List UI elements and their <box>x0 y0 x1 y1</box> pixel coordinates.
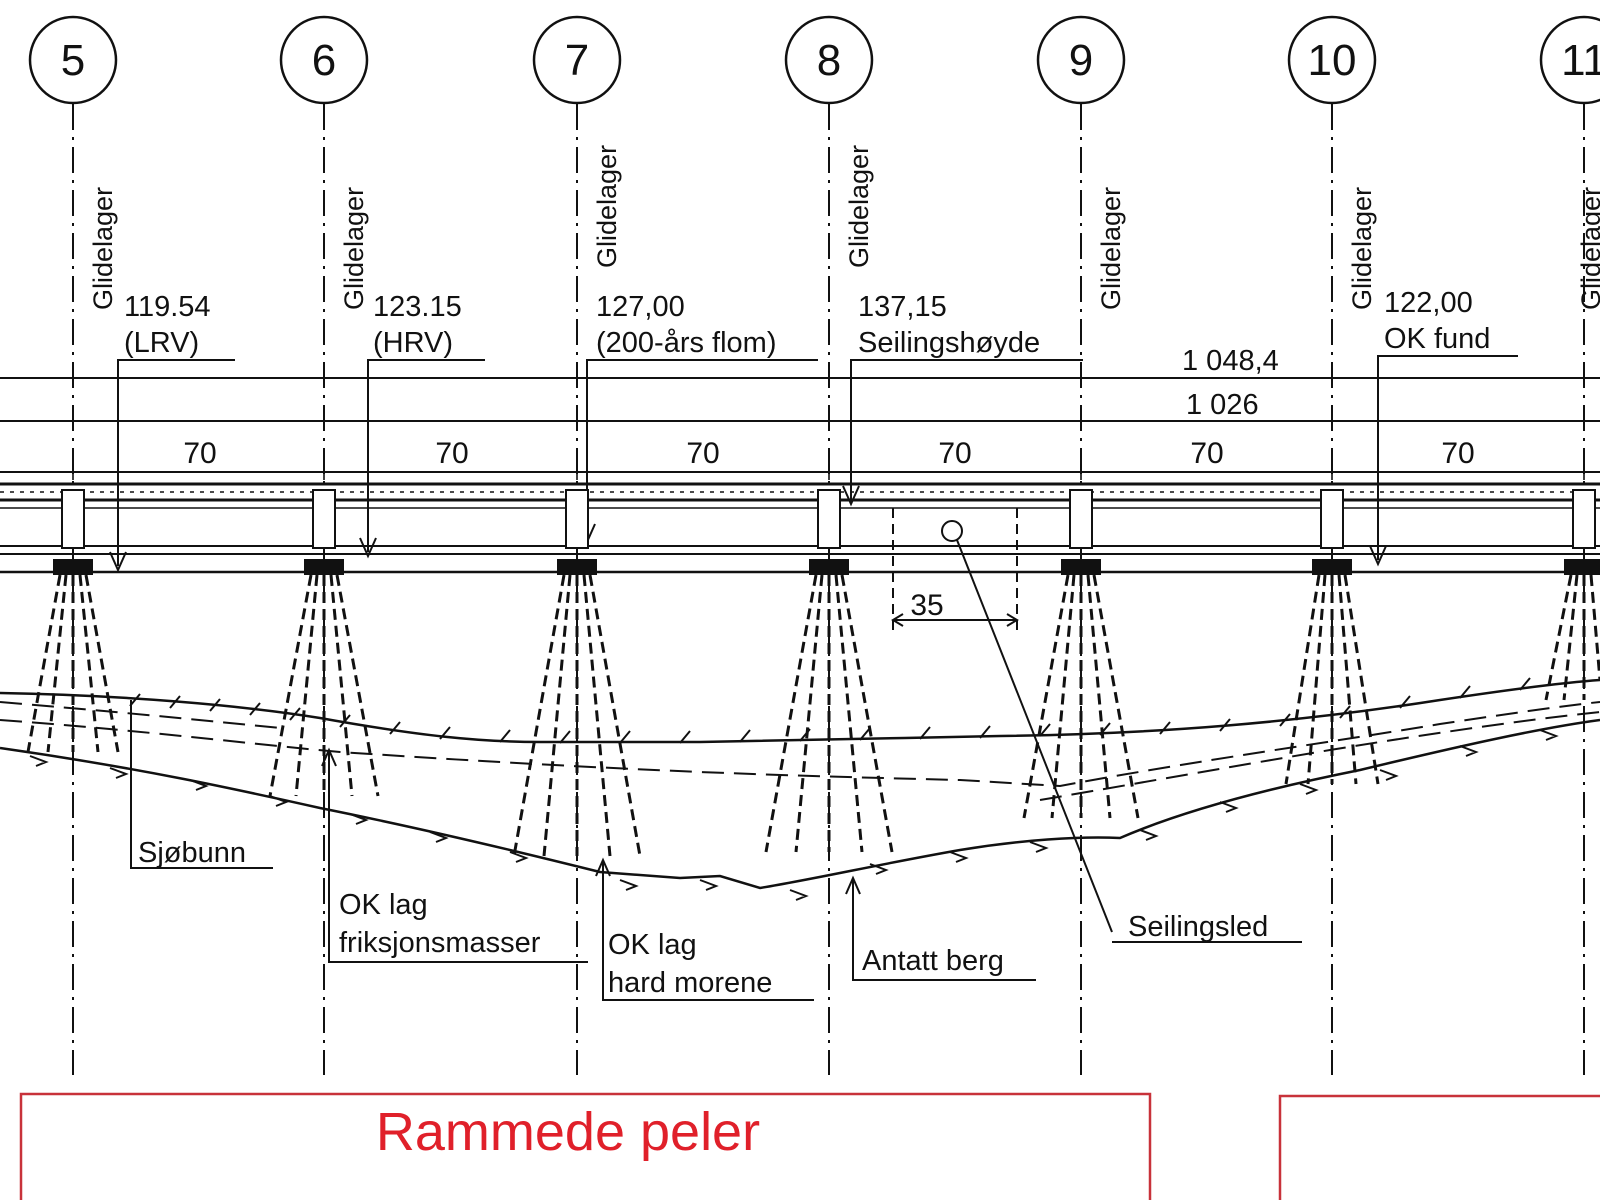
legend-box-driven-piles <box>19 1092 1152 1200</box>
axis-bubble-9: 9 <box>1036 15 1126 105</box>
rock-line <box>0 718 1600 890</box>
span-length: 70 <box>686 437 719 470</box>
pile-group-5 <box>26 574 120 753</box>
level-texts: 119.54 (LRV) 123.15 (HRV) 127,00 (200-år… <box>124 287 1490 359</box>
legend-title: Rammede peler <box>376 1102 760 1162</box>
label-moraine-1: OK lag <box>608 929 697 961</box>
soil-profile <box>0 677 1600 901</box>
pile-group-11 <box>1544 574 1600 701</box>
legend-box-right <box>1278 1094 1600 1200</box>
axis-number: 8 <box>817 36 841 85</box>
axis-bubble-8: 8 <box>784 15 874 105</box>
bearing-label: Glidelager <box>1096 187 1126 310</box>
legend-boxes: Rammede peler <box>19 1092 1600 1200</box>
seabed-line <box>0 678 1600 744</box>
axis-number: 9 <box>1069 36 1093 85</box>
dimension-chains <box>0 377 1600 480</box>
level-note-flood: (200-års flom) <box>596 327 777 359</box>
level-note-hrv: (HRV) <box>373 327 453 359</box>
soil-texts: Sjøbunn OK lag friksjonsmasser OK lag ha… <box>138 837 1268 999</box>
bearing-labels: Glidelager Glidelager Glidelager Glidela… <box>88 145 1600 310</box>
level-value-lrv: 119.54 <box>124 291 211 323</box>
soil-label-leaders <box>130 700 1036 1001</box>
pier-10 <box>1312 489 1352 575</box>
pile-group-8 <box>764 574 894 853</box>
pier-11 <box>1564 489 1600 575</box>
bridge-deck <box>0 482 1600 574</box>
pier-9 <box>1061 489 1101 575</box>
pile-group-6 <box>268 574 380 797</box>
axis-bubble-5: 5 <box>28 15 118 105</box>
pile-groups <box>26 574 1600 857</box>
axis-number: 11 <box>1561 36 1600 85</box>
span-length: 70 <box>1441 437 1474 470</box>
friction-layer-line <box>0 701 1600 788</box>
pile-group-9 <box>1022 574 1140 819</box>
dimension-texts: 1 048,4 1 026 70 70 70 70 70 70 <box>183 345 1474 470</box>
span-length: 70 <box>183 437 216 470</box>
bearing-label: Glidelager <box>592 145 622 268</box>
bearing-label: Glidelager <box>88 187 118 310</box>
label-channel: Seilingsled <box>1128 911 1268 943</box>
label-friction-1: OK lag <box>339 889 428 921</box>
bearing-label: Glidelager <box>1576 187 1600 310</box>
pile-group-7 <box>512 574 642 857</box>
pier-7 <box>557 489 597 575</box>
bearing-label: Glidelager <box>844 145 874 268</box>
pier-5 <box>53 489 93 575</box>
total-length-upper: 1 048,4 <box>1182 345 1279 377</box>
bearing-label: Glidelager <box>1347 187 1377 310</box>
level-note-clearance: Seilingshøyde <box>858 327 1040 359</box>
axis-bubbles: 5 6 7 8 9 10 11 <box>28 15 1600 105</box>
axis-bubble-7: 7 <box>532 15 622 105</box>
span-length: 70 <box>435 437 468 470</box>
bearing-label: Glidelager <box>339 187 369 310</box>
span-length: 70 <box>1190 437 1223 470</box>
channel-width: 35 <box>910 589 943 622</box>
axis-bubble-11: 11 <box>1539 15 1600 105</box>
pier-6 <box>304 489 344 575</box>
label-friction-2: friksjonsmasser <box>339 927 541 959</box>
level-value-flood: 127,00 <box>596 291 685 323</box>
pile-group-10 <box>1284 574 1380 785</box>
axis-number: 7 <box>565 36 589 85</box>
axis-number: 10 <box>1308 36 1357 85</box>
navigation-channel <box>891 508 1302 943</box>
level-note-lrv: (LRV) <box>124 327 199 359</box>
axis-bubble-10: 10 <box>1287 15 1377 105</box>
label-moraine-2: hard morene <box>608 967 772 999</box>
rock-hatch <box>29 729 1559 901</box>
label-rock: Antatt berg <box>862 945 1004 977</box>
pier-8 <box>809 489 849 575</box>
label-seabed: Sjøbunn <box>138 837 246 869</box>
level-value-clearance: 137,15 <box>858 291 947 323</box>
seabed-hatch <box>129 677 1531 744</box>
span-length: 70 <box>938 437 971 470</box>
piers <box>53 489 1600 575</box>
level-value-foundation: 122,00 <box>1384 287 1473 319</box>
axis-number: 6 <box>312 36 336 85</box>
level-value-hrv: 123.15 <box>373 291 462 323</box>
axis-number: 5 <box>61 36 85 85</box>
total-length-lower: 1 026 <box>1186 389 1259 421</box>
axis-centerlines <box>72 104 1585 1075</box>
axis-bubble-6: 6 <box>279 15 369 105</box>
level-note-foundation: OK fund <box>1384 323 1490 355</box>
moraine-layer-line <box>0 701 1600 801</box>
